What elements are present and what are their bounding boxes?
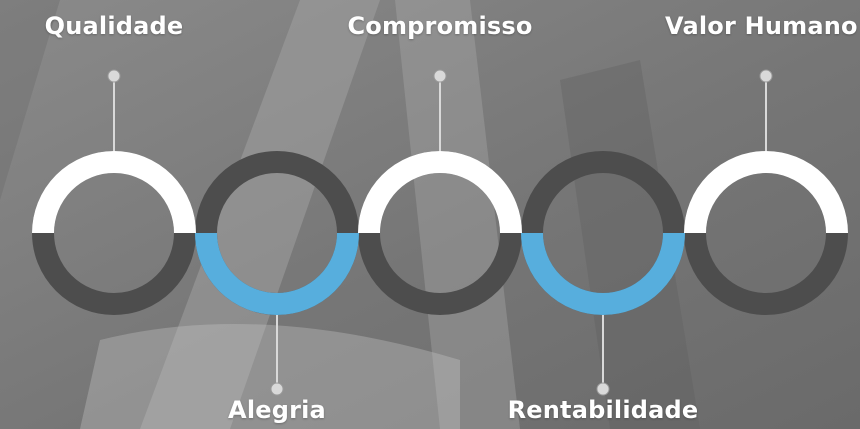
ring-highlight-4 — [521, 232, 685, 315]
ring-highlight-2 — [195, 232, 359, 315]
connector-dot-2 — [270, 382, 284, 396]
value-label-4: Rentabilidade — [507, 396, 699, 424]
connector-dot-4 — [596, 382, 610, 396]
ring-highlight-3 — [358, 151, 522, 234]
connector-dot-1 — [107, 69, 121, 83]
connector-dot-3 — [433, 69, 447, 83]
ring-highlight-1 — [32, 151, 196, 234]
connector-dot-5 — [759, 69, 773, 83]
value-label-3: Compromisso — [347, 12, 533, 40]
ring-highlight-5 — [684, 151, 848, 234]
value-label-5: Valor Humano — [665, 12, 858, 40]
value-label-2: Alegria — [228, 396, 326, 424]
value-label-1: Qualidade — [44, 12, 184, 40]
